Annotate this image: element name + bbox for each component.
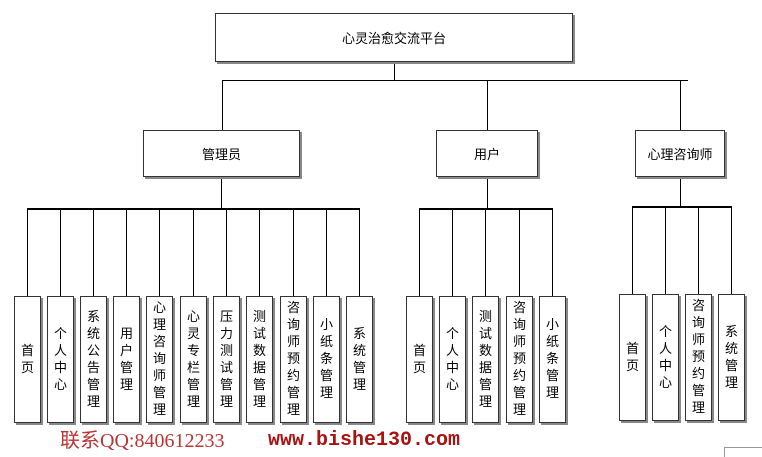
connector-line xyxy=(487,80,488,130)
corner-mark xyxy=(724,447,762,457)
leaf-label: 系统公告管理 xyxy=(86,309,100,410)
watermark-qq: 联系QQ:840612233 xyxy=(60,430,225,452)
leaf-label: 个人中心 xyxy=(445,326,459,393)
leaf-node: 个人中心 xyxy=(439,296,466,423)
leaf-node: 用户管理 xyxy=(113,296,140,423)
watermark-url: www.bishe130.com xyxy=(268,429,461,452)
connector-line xyxy=(487,177,488,208)
connector-line xyxy=(93,208,94,296)
leaf-node: 小纸条管理 xyxy=(539,296,566,423)
connector-line xyxy=(632,206,732,208)
group-label: 用户 xyxy=(473,148,500,163)
leaf-label: 个人中心 xyxy=(53,326,67,393)
connector-line xyxy=(632,206,633,294)
leaf-label: 用户管理 xyxy=(119,326,133,393)
connector-line xyxy=(359,208,360,296)
connector-line xyxy=(485,208,486,296)
leaf-node: 首页 xyxy=(619,294,646,421)
connector-line xyxy=(259,208,260,296)
leaf-label: 首页 xyxy=(412,343,426,376)
group-node: 管理员 xyxy=(143,130,300,177)
leaf-label: 小纸条管理 xyxy=(545,318,559,401)
leaf-node: 咨询师预约管理 xyxy=(506,296,533,423)
leaf-node: 心灵专栏管理 xyxy=(180,296,207,423)
connector-line xyxy=(419,208,553,210)
leaf-node: 系统公告管理 xyxy=(80,296,107,423)
leaf-node: 咨询师预约管理 xyxy=(685,294,712,421)
leaf-label: 首页 xyxy=(625,341,639,374)
connector-line xyxy=(293,208,294,296)
connector-line xyxy=(419,208,420,296)
connector-line xyxy=(226,208,227,296)
leaf-node: 首页 xyxy=(406,296,433,423)
leaf-node: 咨询师预约管理 xyxy=(280,296,307,423)
connector-line xyxy=(193,208,194,296)
connector-line xyxy=(326,208,327,296)
connector-line xyxy=(27,208,360,210)
leaf-label: 小纸条管理 xyxy=(319,318,333,401)
leaf-label: 测试数据管理 xyxy=(478,309,492,410)
connector-line xyxy=(698,206,699,294)
leaf-node: 小纸条管理 xyxy=(313,296,340,423)
leaf-label: 个人中心 xyxy=(658,324,672,391)
leaf-node: 压力测试管理 xyxy=(213,296,240,423)
leaf-label: 咨询师预约管理 xyxy=(512,301,526,418)
leaf-label: 咨询师预约管理 xyxy=(691,299,705,416)
leaf-label: 咨询师预约管理 xyxy=(286,301,300,418)
leaf-node: 系统管理 xyxy=(346,296,373,423)
connector-line xyxy=(60,208,61,296)
connector-line xyxy=(222,80,223,130)
connector-line xyxy=(159,208,160,296)
leaf-node: 测试数据管理 xyxy=(472,296,499,423)
leaf-label: 心灵专栏管理 xyxy=(186,309,200,410)
leaf-node: 测试数据管理 xyxy=(246,296,273,423)
connector-line xyxy=(665,206,666,294)
leaf-node: 系统管理 xyxy=(718,294,745,421)
connector-line xyxy=(394,62,395,80)
connector-line xyxy=(222,80,688,81)
group-label: 管理员 xyxy=(201,148,241,163)
leaf-node: 个人中心 xyxy=(652,294,679,421)
leaf-node: 首页 xyxy=(14,296,41,423)
group-label: 心理咨询师 xyxy=(647,148,713,163)
connector-line xyxy=(27,208,28,296)
connector-line xyxy=(452,208,453,296)
connector-line xyxy=(680,177,681,206)
leaf-label: 系统管理 xyxy=(724,324,738,391)
leaf-node: 心理咨询师管理 xyxy=(146,296,173,423)
connector-line xyxy=(519,208,520,296)
leaf-node: 个人中心 xyxy=(47,296,74,423)
leaf-label: 测试数据管理 xyxy=(252,309,266,410)
leaf-label: 压力测试管理 xyxy=(219,309,233,410)
connector-line xyxy=(680,80,681,130)
connector-line xyxy=(221,177,222,208)
root-label: 心灵治愈交流平台 xyxy=(341,32,446,47)
root-node: 心灵治愈交流平台 xyxy=(215,13,573,62)
connector-line xyxy=(126,208,127,296)
group-node: 心理咨询师 xyxy=(635,130,725,177)
connector-line xyxy=(731,206,732,294)
group-node: 用户 xyxy=(436,130,538,177)
leaf-label: 首页 xyxy=(20,343,34,376)
leaf-label: 心理咨询师管理 xyxy=(152,301,166,418)
leaf-label: 系统管理 xyxy=(352,326,366,393)
connector-line xyxy=(552,208,553,296)
